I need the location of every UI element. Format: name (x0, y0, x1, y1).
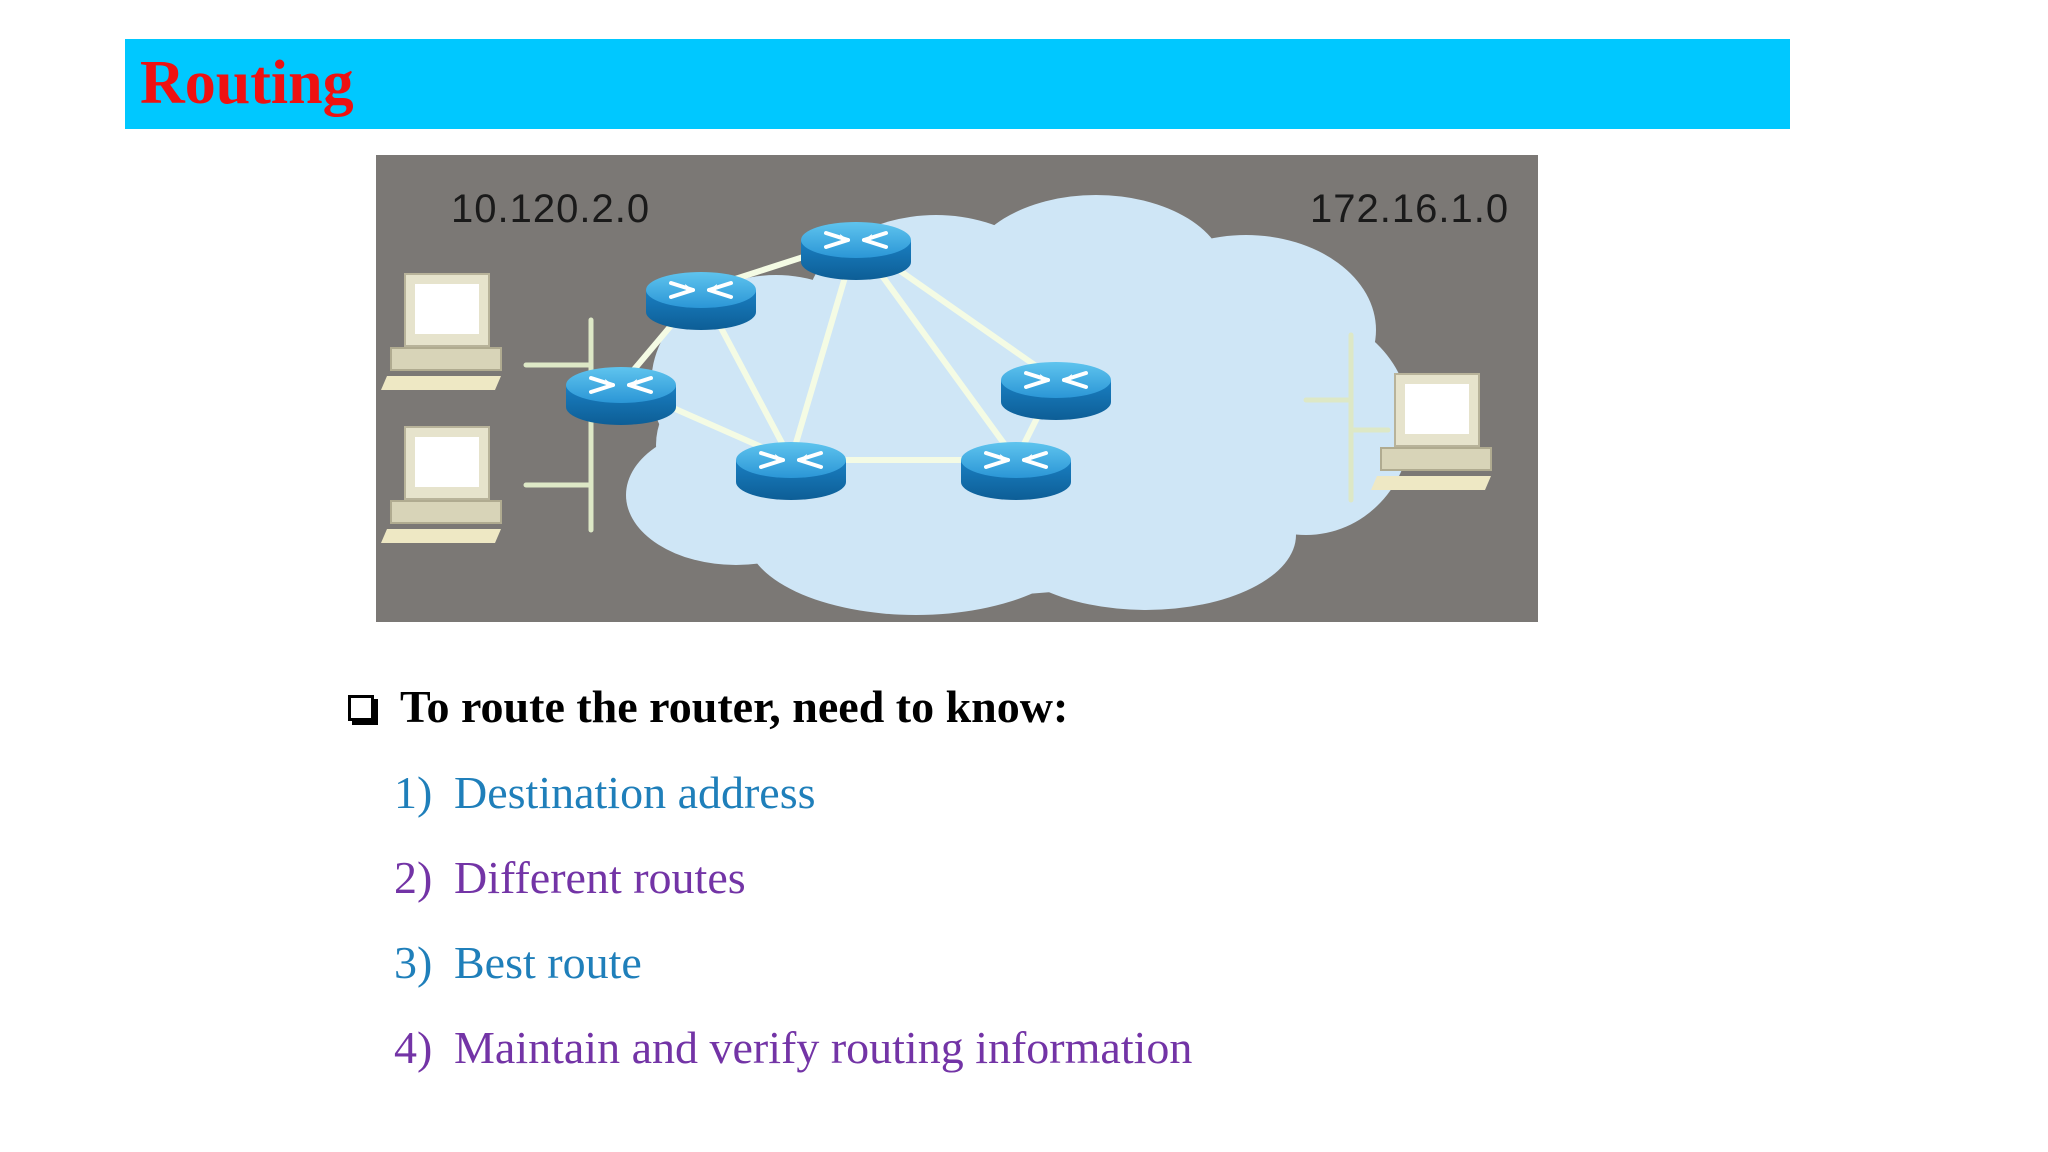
router-icon (999, 360, 1113, 422)
router-icon (564, 365, 678, 427)
router-icon (644, 270, 758, 332)
router-icon (799, 220, 913, 282)
slide-title: Routing (140, 49, 354, 117)
computer-icon (380, 426, 502, 544)
list-item-text: Different routes (454, 851, 746, 903)
computer-icon (380, 273, 502, 391)
title-bar: Routing (125, 39, 1790, 129)
network-diagram-graphic (380, 195, 1492, 615)
list-item: 4) Maintain and verify routing informati… (394, 1017, 1192, 1077)
list-item: 1) Destination address (394, 762, 816, 822)
content-heading: To route the router, need to know: (348, 676, 1068, 736)
list-item-number: 2) (394, 851, 433, 903)
router-icon (734, 440, 848, 502)
list-item-number: 4) (394, 1021, 433, 1073)
right-network-label: 172.16.1.0 (1310, 187, 1510, 231)
list-item-text: Destination address (454, 766, 816, 818)
heading-text: To route the router, need to know: (400, 680, 1069, 732)
checkbox-icon (348, 695, 374, 721)
network-diagram: 10.120.2.0 172.16.1.0 (376, 155, 1538, 622)
list-item-number: 3) (394, 936, 433, 988)
router-icon (959, 440, 1073, 502)
list-item-text: Best route (454, 936, 642, 988)
list-item-number: 1) (394, 766, 433, 818)
list-item-text: Maintain and verify routing information (454, 1021, 1193, 1073)
left-network-label: 10.120.2.0 (451, 187, 651, 231)
list-item: 2) Different routes (394, 847, 746, 907)
list-item: 3) Best route (394, 932, 642, 992)
